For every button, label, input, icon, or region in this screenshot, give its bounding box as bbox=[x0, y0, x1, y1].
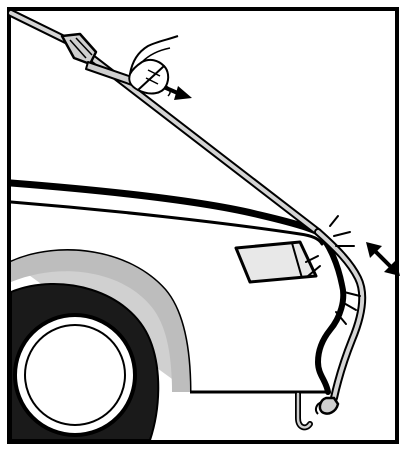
headlight bbox=[236, 242, 316, 282]
wheel-rim bbox=[15, 315, 135, 435]
